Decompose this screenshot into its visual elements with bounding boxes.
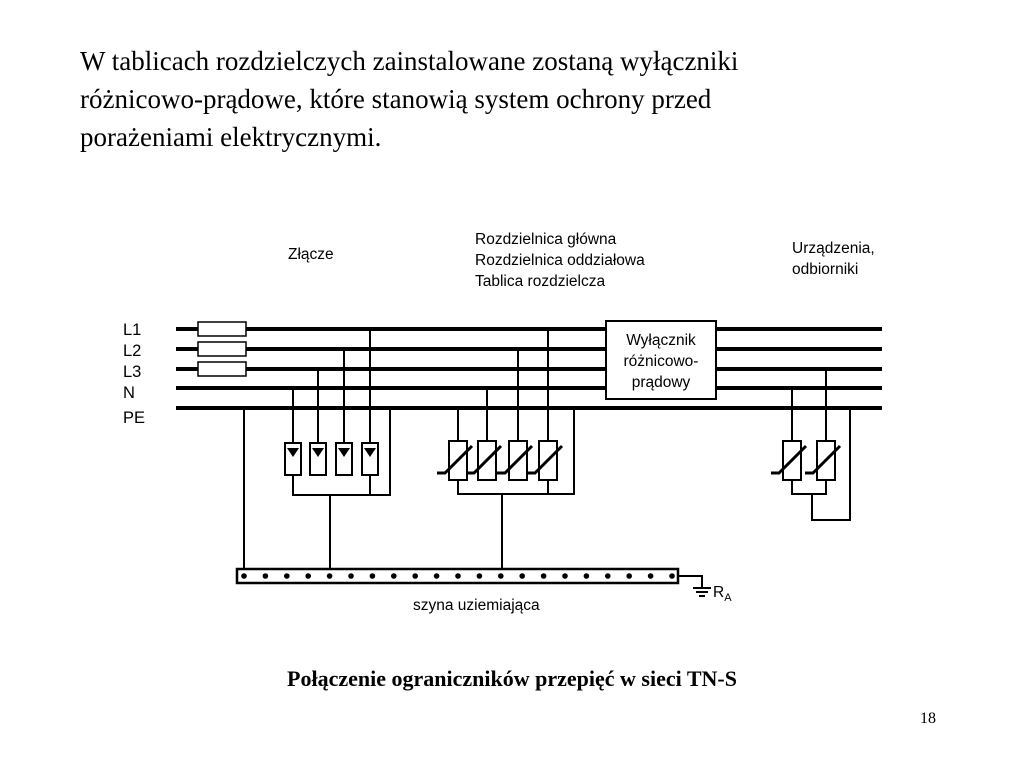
earth-resistance-label: RA — [713, 584, 732, 604]
page-number: 18 — [920, 710, 936, 727]
earth-bar-terminal-dot — [540, 573, 547, 579]
bus-label-pe: PE — [123, 409, 145, 427]
ground-icon — [693, 587, 711, 597]
varistor-rozdzielnica-1 — [437, 440, 474, 481]
earth-bar-terminal-dot — [369, 573, 376, 579]
earth-bar-terminal-dot — [326, 573, 333, 579]
varistor-rozdzielnica-4 — [527, 440, 564, 481]
bus-lines — [176, 327, 882, 410]
earth-bar-terminal-dot — [562, 573, 568, 579]
earth-bar-terminal-dot — [455, 573, 461, 579]
bus-label-l1: L1 — [123, 321, 141, 339]
arresters-odbiorniki — [771, 440, 842, 481]
intro-text: W tablicach rozdzielczych zainstalowane … — [80, 42, 960, 156]
bus-label-n: N — [123, 384, 135, 402]
section-label-zlacze: Złącze — [288, 246, 334, 263]
wire-g2-bottom — [457, 480, 549, 495]
bus-label-l3: L3 — [123, 363, 141, 381]
varistor-odbiorniki-1 — [771, 440, 808, 481]
intro-line-3: porażeniami elektrycznymi. — [80, 122, 382, 152]
rcd-box — [605, 320, 717, 400]
varistor-odbiorniki-2 — [805, 440, 842, 481]
wire-g1-pe — [370, 408, 391, 496]
earth-bar-terminals — [241, 573, 675, 579]
arrester-zlacze-4 — [361, 442, 379, 476]
earth-bar-terminal-dot — [284, 573, 290, 579]
varistor-rozdzielnica-3 — [497, 440, 534, 481]
earth-bar-terminal-dot — [605, 573, 611, 579]
earth-bar-terminal-dot — [241, 573, 247, 579]
earth-bar-terminal-dot — [262, 573, 269, 579]
rcd-label-line-1: Wyłącznik — [626, 332, 696, 349]
wire-g3-pe — [811, 408, 851, 521]
arrester-zlacze-2 — [309, 442, 327, 476]
arresters-zlacze — [284, 442, 379, 476]
wire-g1-bottom — [292, 475, 371, 496]
section-label-urzadzenia: Urządzenia, — [792, 240, 875, 257]
earth-bar-terminal-dot — [647, 573, 654, 579]
earth-bar-terminal-dot — [519, 573, 525, 579]
rcd-label-line-2: różnicowo- — [624, 353, 699, 370]
varistor-rozdzielnica-2 — [466, 440, 503, 481]
earth-bar-terminal-dot — [498, 573, 504, 579]
fuse-l3 — [197, 361, 247, 377]
earth-bar-terminal-dot — [348, 573, 354, 579]
section-label-rozdzielnica-oddzialowa: Rozdzielnica oddziałowa — [475, 252, 645, 269]
arrester-zlacze-1 — [284, 442, 302, 476]
figure-caption: Połączenie ograniczników przepięć w siec… — [287, 666, 737, 691]
earth-bar-terminal-dot — [626, 573, 632, 579]
wiring — [243, 329, 851, 588]
intro-line-1: W tablicach rozdzielczych zainstalowane … — [80, 46, 739, 76]
section-label-rozdzielnica-glowna: Rozdzielnica główna — [475, 231, 617, 248]
wire-g3-bottom — [791, 480, 827, 495]
wire-to-ground — [678, 575, 703, 588]
arresters-rozdzielnica — [437, 440, 564, 481]
section-label-tablica-rozdzielcza: Tablica rozdzielcza — [475, 273, 605, 290]
tn-s-surge-arrester-diagram: Złącze Rozdzielnica główna Rozdzielnica … — [123, 231, 882, 614]
earth-bar-terminal-dot — [583, 573, 590, 579]
bus-label-l2: L2 — [123, 342, 141, 360]
earth-bar-terminal-dot — [391, 573, 397, 579]
intro-line-2: różnicowo-prądowe, które stanowią system… — [80, 84, 712, 114]
fuse-l2 — [197, 341, 247, 357]
earth-bar-terminal-dot — [669, 573, 675, 579]
arrester-zlacze-3 — [335, 442, 353, 476]
rcd-label-line-3: prądowy — [632, 374, 691, 391]
fuse-l1 — [197, 321, 247, 337]
earth-bar-terminal-dot — [412, 573, 419, 579]
earth-bar-label: szyna uziemiająca — [413, 597, 540, 614]
wire-g2-return — [548, 408, 575, 495]
earth-bar-terminal-dot — [305, 573, 312, 579]
earth-bar-terminal-dot — [433, 573, 440, 579]
section-label-odbiorniki: odbiorniki — [792, 261, 858, 278]
fuses — [197, 321, 247, 377]
earth-bar-terminal-dot — [476, 573, 483, 579]
